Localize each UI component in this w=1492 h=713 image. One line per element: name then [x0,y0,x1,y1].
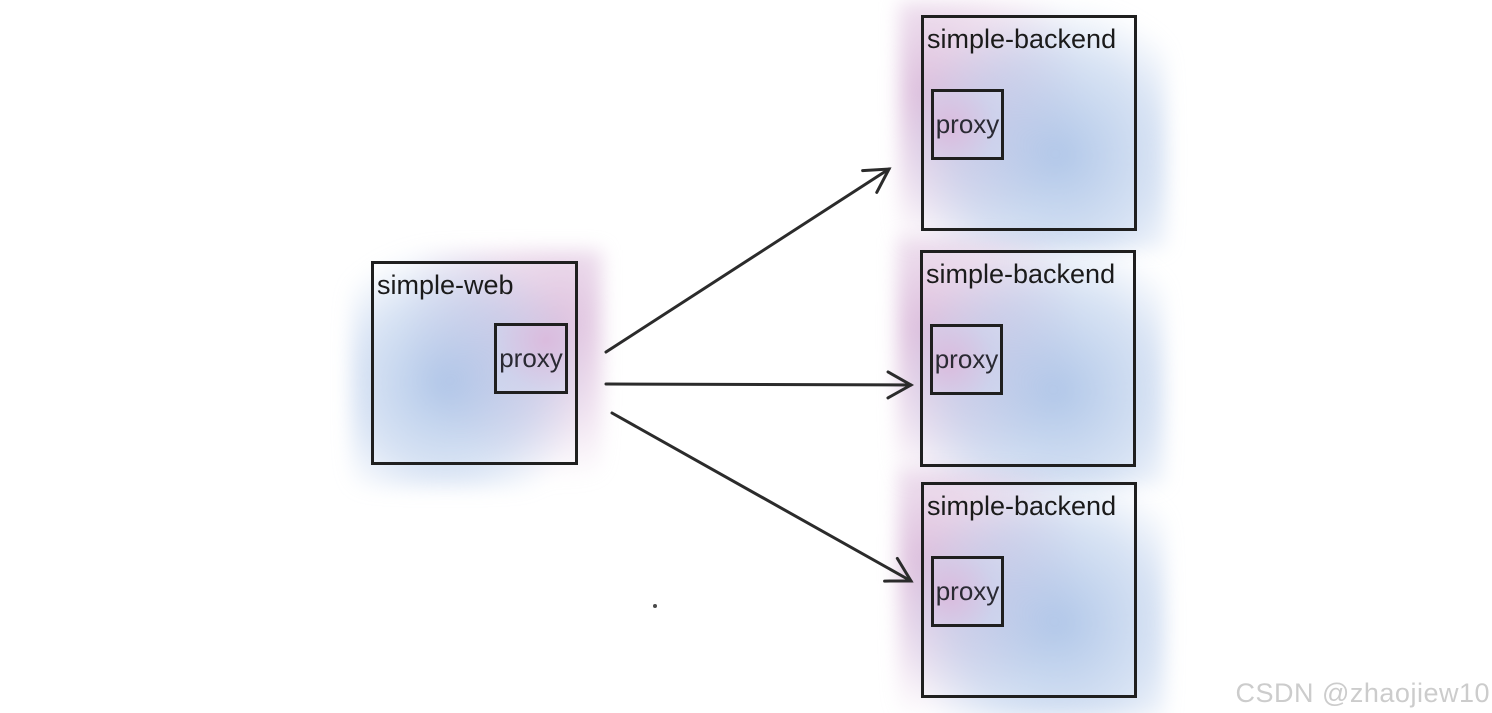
node-simple-backend-1-proxy: proxy [931,89,1004,160]
arrow-web-to-backend-1 [604,167,892,354]
node-simple-web-label: simple-web [377,270,514,300]
node-simple-backend-3-proxy: proxy [931,556,1004,627]
arrow-web-to-backend-3 [610,411,914,583]
arrow-web-to-backend-2 [604,370,915,400]
node-simple-web-proxy: proxy [494,323,568,394]
node-simple-backend-1: simple-backend proxy [921,15,1137,231]
node-simple-web: simple-web proxy [371,261,578,465]
node-simple-backend-1-label: simple-backend [927,24,1117,54]
proxy-label: proxy [935,109,1000,139]
node-simple-backend-3: simple-backend proxy [921,482,1137,698]
proxy-label: proxy [935,576,1000,606]
proxy-label: proxy [934,344,999,374]
csdn-watermark: CSDN @zhaojiew10 [1235,678,1490,708]
node-simple-backend-2-proxy: proxy [930,324,1003,395]
proxy-label: proxy [499,343,563,373]
node-simple-backend-2-label: simple-backend [926,259,1116,289]
node-simple-backend-3-label: simple-backend [927,491,1117,521]
node-simple-backend-2: simple-backend proxy [920,250,1136,467]
stray-dot [653,604,657,608]
